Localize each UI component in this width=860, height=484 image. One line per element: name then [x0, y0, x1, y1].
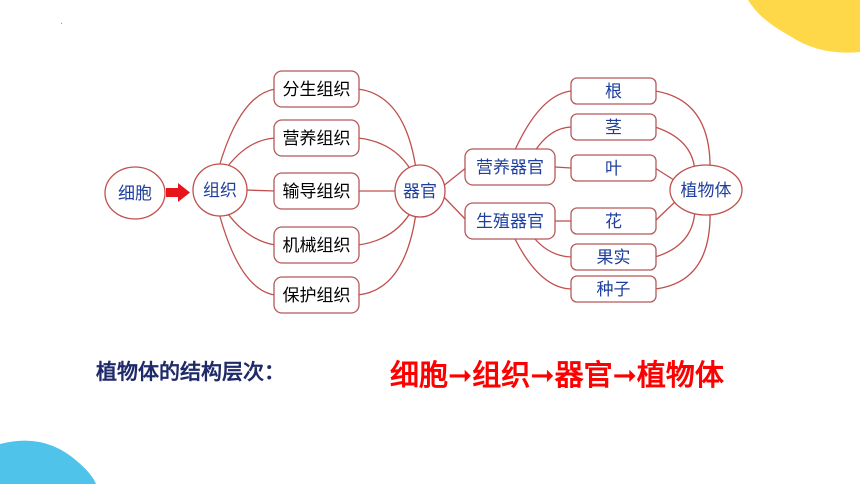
organ-label: 器官 [403, 182, 437, 202]
organ-box [570, 207, 657, 235]
tissue-type-box [273, 226, 360, 264]
organ-group-list: 营养器官 生殖器官 [464, 148, 556, 240]
organ-box [570, 154, 657, 182]
tissue-type-label: 分生组织 [283, 80, 351, 100]
tissue-node [192, 163, 248, 217]
organ-box [570, 113, 657, 141]
tissue-type-box [273, 70, 360, 108]
organ-group-box [464, 148, 556, 186]
tissue-type-label: 营养组织 [283, 129, 351, 149]
tissue-type-label: 输导组织 [283, 182, 351, 202]
organ-box [570, 275, 657, 303]
tissue-type-box [273, 119, 360, 157]
top-right-yellow-blob [748, 0, 860, 53]
reproductive-organ-label: 生殖器官 [476, 212, 544, 232]
summary-chain: 细胞➞组织➞器官➞植物体 [390, 358, 724, 392]
organ-node [394, 164, 446, 218]
reproductive-organ-list: 花 果实 种子 [570, 207, 657, 303]
organ-item-label: 根 [605, 82, 622, 102]
tissue-type-label: 保护组织 [283, 286, 351, 306]
corner-dot-mark: . [60, 16, 63, 27]
organ-item-label: 叶 [605, 159, 622, 179]
organ-item-label: 花 [605, 212, 622, 232]
tissue-label: 组织 [203, 181, 237, 201]
organ-item-label: 茎 [605, 118, 622, 138]
plant-label: 植物体 [681, 181, 732, 201]
vegetative-organ-label: 营养器官 [476, 158, 544, 178]
organ-group-box [464, 202, 556, 240]
cell-label: 细胞 [118, 184, 152, 204]
tissue-type-list: 分生组织 营养组织 输导组织 机械组织 保护组织 [273, 70, 360, 314]
cell-node [104, 166, 166, 220]
tissue-type-label: 机械组织 [283, 236, 351, 256]
organ-box [570, 77, 657, 105]
organ-connectors [441, 166, 468, 222]
bottom-left-blue-blob [0, 440, 96, 484]
organ-part-connectors [514, 90, 711, 290]
tissue-type-box [273, 276, 360, 314]
tissue-type-box [273, 172, 360, 210]
organ-item-label: 种子 [597, 280, 631, 300]
organ-box [570, 243, 657, 271]
cell-to-tissue-arrow [166, 183, 190, 202]
vegetative-organ-list: 根 茎 叶 [570, 77, 657, 182]
summary-label: 植物体的结构层次： [96, 360, 285, 384]
organ-item-label: 果实 [597, 248, 631, 268]
plant-node [669, 164, 743, 216]
